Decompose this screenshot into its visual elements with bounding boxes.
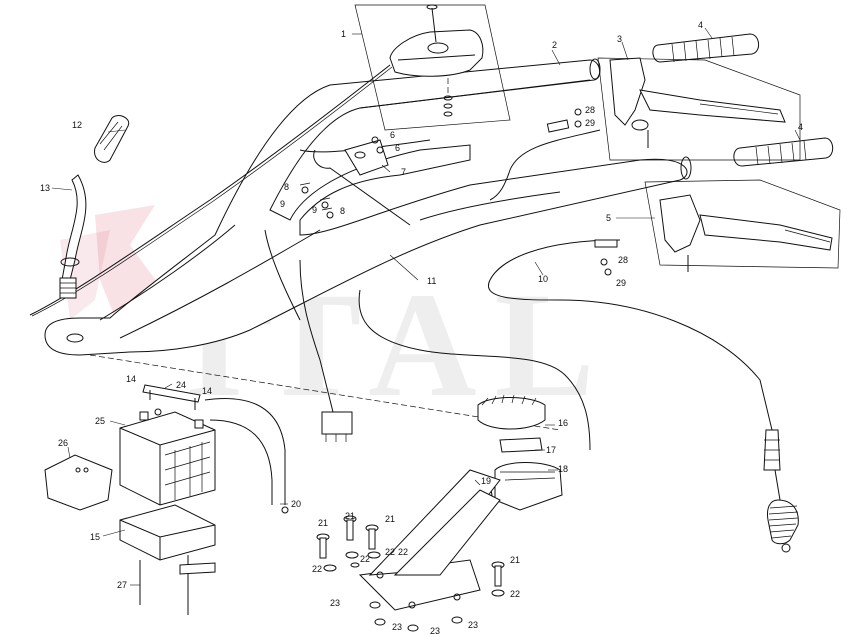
callout-1: 1 <box>341 29 346 39</box>
callout-3: 3 <box>617 34 622 44</box>
callout-18: 18 <box>558 464 568 474</box>
grip-upper <box>652 33 759 63</box>
lever-assembly-lower <box>644 179 841 272</box>
callout-5: 5 <box>606 213 611 223</box>
shift-gate <box>469 394 563 511</box>
callout-17: 17 <box>546 445 556 455</box>
callout-12: 12 <box>72 120 82 130</box>
battery-tray <box>119 504 216 615</box>
callout-21-a: 21 <box>318 518 328 528</box>
callout-22-c: 22 <box>360 554 370 564</box>
callout-21-b: 21 <box>345 511 355 521</box>
shift-base-plate <box>358 469 501 611</box>
callout-15: 15 <box>90 532 100 542</box>
cables <box>29 64 781 471</box>
callout-23-a: 23 <box>330 598 340 608</box>
callout-13: 13 <box>40 183 50 193</box>
callout-29: 29 <box>585 118 595 128</box>
callout-6-second: 6 <box>395 143 400 153</box>
callout-22-a: 22 <box>385 547 395 557</box>
handlebar-frame <box>44 58 692 356</box>
gear-shifter <box>59 115 130 299</box>
small-hardware <box>574 108 612 276</box>
callout-9: 9 <box>280 199 285 209</box>
callout-21-d: 21 <box>510 555 520 565</box>
throttle-assembly <box>354 4 511 131</box>
battery <box>119 408 216 506</box>
callout-29-second: 29 <box>616 278 626 288</box>
lever-assembly-upper <box>597 57 801 161</box>
callout-2: 2 <box>552 40 557 50</box>
callout-7: 7 <box>401 167 406 177</box>
battery-cables <box>204 397 289 514</box>
callout-21-c: 21 <box>385 514 395 524</box>
callout-25: 25 <box>95 416 105 426</box>
callout-11: 11 <box>427 276 436 286</box>
callout-23-c: 23 <box>430 626 440 635</box>
callout-4: 4 <box>698 20 703 30</box>
leader-lines <box>51 27 801 586</box>
callout-20: 20 <box>291 499 301 509</box>
callout-23-b: 23 <box>392 622 402 632</box>
callout-28-second: 28 <box>618 255 628 265</box>
callout-26: 26 <box>58 438 68 448</box>
insulation-pad <box>44 454 113 511</box>
callout-10: 10 <box>538 274 548 284</box>
callout-22-e: 22 <box>398 547 408 557</box>
fasteners <box>316 515 505 632</box>
callout-14-second: 14 <box>202 386 212 396</box>
callout-16: 16 <box>558 418 568 428</box>
callout-27: 27 <box>117 580 127 590</box>
callout-6: 6 <box>390 130 395 140</box>
callout-8: 8 <box>284 182 289 192</box>
center-bracket <box>299 136 389 219</box>
callout-14: 14 <box>126 374 136 384</box>
callout-22-b: 22 <box>312 564 322 574</box>
battery-strap <box>142 384 201 410</box>
callout-22-d: 22 <box>510 589 520 599</box>
callout-8-second: 8 <box>340 206 345 216</box>
grip-lower <box>733 137 834 167</box>
callout-28: 28 <box>585 105 595 115</box>
callout-9-second: 9 <box>312 205 317 215</box>
return-spring <box>767 469 799 553</box>
callout-24: 24 <box>176 380 186 390</box>
callout-19: 19 <box>481 476 491 486</box>
callout-4-lower: 4 <box>798 122 803 132</box>
callout-labels: 1 2 3 4 4 5 6 6 7 8 8 9 9 10 11 12 13 14… <box>40 20 803 635</box>
callout-23-d: 23 <box>468 620 478 630</box>
